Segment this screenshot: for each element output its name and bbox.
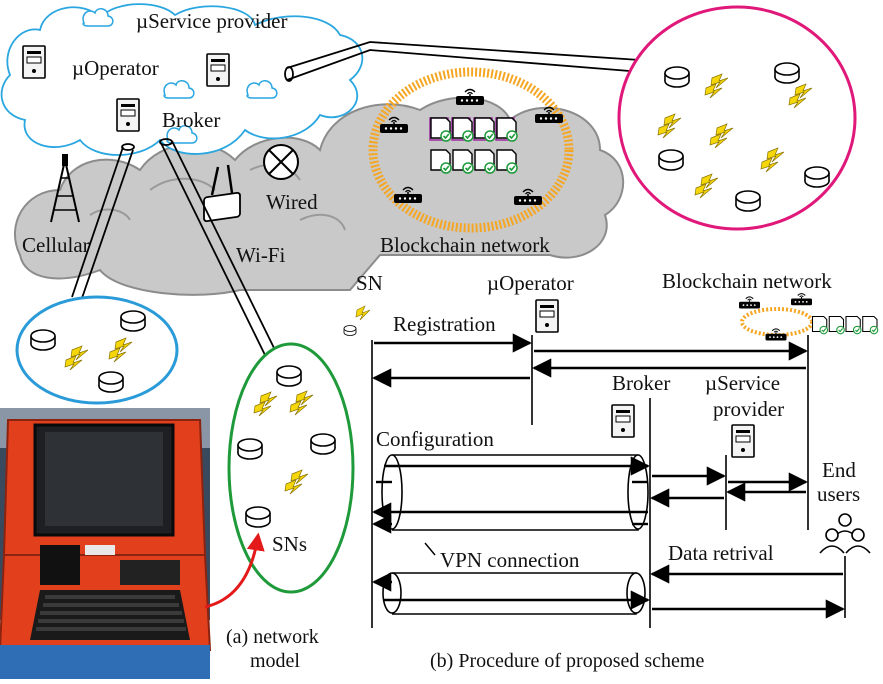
link-to-green (159, 138, 277, 356)
step-configuration-label: Configuration (376, 427, 494, 451)
service-cloud (0, 3, 364, 156)
cell-tower-icon (50, 154, 80, 223)
photo-to-sn-arrow (204, 532, 265, 609)
actor-uoperator-icon (535, 299, 559, 333)
data-retrieval-arrows (650, 564, 845, 619)
label-uoperator: µOperator (72, 56, 159, 80)
uservice-server-icon (206, 53, 230, 87)
actor-uservice-label-1: µService (705, 371, 780, 395)
label-uservice-provider: µService provider (136, 9, 287, 33)
link-to-blue (71, 143, 135, 299)
caption-a-line1: (a) network (226, 626, 319, 648)
actor-sn-label: SN (356, 271, 383, 295)
link-to-magenta (284, 41, 643, 82)
label-wifi: Wi-Fi (236, 243, 285, 267)
actor-uoperator-label: µOperator (487, 271, 574, 295)
vpn-arrows (372, 572, 650, 610)
sn-cluster-green (227, 342, 355, 594)
actor-broker-icon (611, 404, 635, 438)
actor-uservice-label-2: provider (713, 397, 784, 421)
registration-arrows (372, 333, 808, 388)
step-vpn-label: VPN connection (440, 548, 580, 572)
gray-cloud-cluster (14, 96, 625, 296)
actor-uservice-icon (731, 424, 755, 458)
end-users-icon (819, 513, 871, 554)
label-sns: SNs (272, 532, 307, 556)
label-blockchain-network: Blockchain network (380, 233, 550, 257)
label-broker: Broker (162, 108, 220, 132)
step-registration-label: Registration (393, 312, 496, 336)
vpn-label-pointer (424, 542, 436, 556)
label-wired: Wired (266, 190, 318, 214)
device-photo (0, 408, 212, 679)
sn-icon (343, 325, 357, 336)
actor-broker-label: Broker (612, 371, 670, 395)
actor-end-users-label-1: End (822, 458, 856, 482)
configuration-arrows (372, 456, 808, 534)
caption-a-line2: model (250, 650, 300, 672)
uoperator-server-icon (22, 45, 46, 79)
lifelines (371, 335, 846, 628)
blockchain-ring (368, 67, 574, 233)
vpn-tunnel (382, 572, 646, 615)
sn-cluster-blue (15, 295, 179, 405)
caption-b: (b) Procedure of proposed scheme (430, 650, 704, 672)
actor-blockchain-label: Blockchain network (662, 269, 832, 293)
actor-blockchain-icon (738, 293, 879, 342)
label-cellular: Cellular (22, 233, 90, 257)
wifi-router-icon (203, 164, 241, 223)
broker-server-icon (116, 98, 140, 132)
actor-end-users-label-2: users (817, 482, 860, 506)
wired-icon (263, 144, 299, 180)
sn-bolt-icon (355, 305, 371, 321)
step-data-retrieval-label: Data retrival (668, 541, 774, 565)
sn-cluster-magenta (617, 5, 857, 231)
